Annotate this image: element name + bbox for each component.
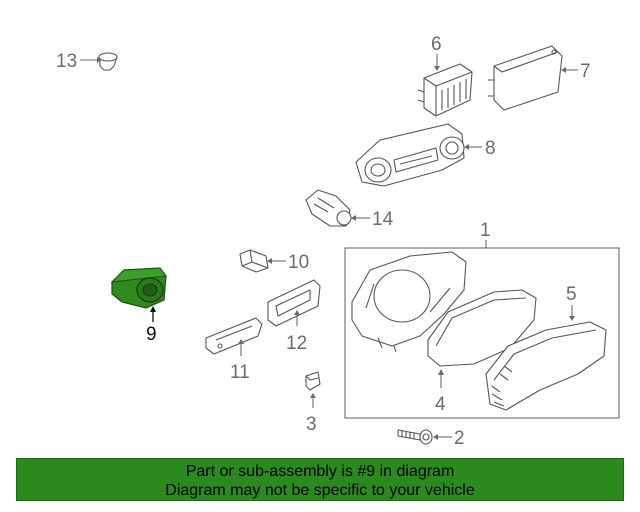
callout-7: 7 — [561, 61, 591, 82]
callout-12: 12 — [286, 310, 307, 354]
callout-5-label: 5 — [566, 284, 577, 305]
part-2-screw[interactable] — [397, 429, 433, 445]
part-8-control-panel[interactable] — [355, 123, 465, 187]
callout-13: 13 — [56, 51, 102, 72]
callout-2-label: 2 — [454, 428, 465, 449]
callout-4-label: 4 — [435, 394, 446, 415]
callout-7-label: 7 — [580, 61, 591, 82]
callout-11-label: 11 — [230, 362, 250, 383]
callout-9-label: 9 — [146, 324, 157, 345]
callout-2: 2 — [433, 428, 465, 449]
callout-6-label: 6 — [431, 34, 442, 55]
info-banner: Part or sub-assembly is #9 in diagram Di… — [16, 458, 624, 501]
part-6-module[interactable] — [417, 63, 473, 117]
callout-14-label: 14 — [372, 209, 394, 230]
banner-line-1: Part or sub-assembly is #9 in diagram — [185, 463, 455, 480]
banner-line-2: Diagram may not be specific to your vehi… — [165, 482, 475, 499]
callout-6: 6 — [431, 34, 442, 71]
part-12-bezel[interactable] — [267, 279, 321, 327]
part-11-bezel[interactable] — [205, 317, 263, 355]
callout-9: 9 — [146, 306, 157, 345]
part-10-connector[interactable] — [239, 249, 269, 273]
part-1-cluster-assembly[interactable] — [344, 247, 620, 419]
callout-8: 8 — [464, 138, 496, 159]
part-13-clip[interactable] — [98, 52, 118, 71]
callout-4: 4 — [435, 369, 446, 415]
callout-5: 5 — [566, 284, 577, 321]
callout-1: 1 — [480, 220, 491, 248]
callout-10: 10 — [267, 252, 309, 273]
part-9-headlamp-switch[interactable] — [110, 267, 167, 309]
callout-8-label: 8 — [485, 138, 496, 159]
callout-1-label: 1 — [480, 220, 491, 241]
callout-10-label: 10 — [288, 252, 309, 273]
assembly-box — [344, 247, 620, 419]
callout-12-label: 12 — [286, 333, 307, 354]
callout-13-label: 13 — [56, 51, 77, 72]
part-7-bracket[interactable] — [488, 45, 563, 111]
callout-3: 3 — [306, 393, 317, 435]
parts-diagram: 13 6 7 8 — [56, 34, 620, 449]
part-14-switch[interactable] — [305, 189, 352, 227]
callout-3-label: 3 — [306, 414, 317, 435]
callout-11: 11 — [230, 339, 250, 383]
callout-14: 14 — [351, 209, 394, 230]
part-3-clip[interactable] — [305, 371, 321, 391]
